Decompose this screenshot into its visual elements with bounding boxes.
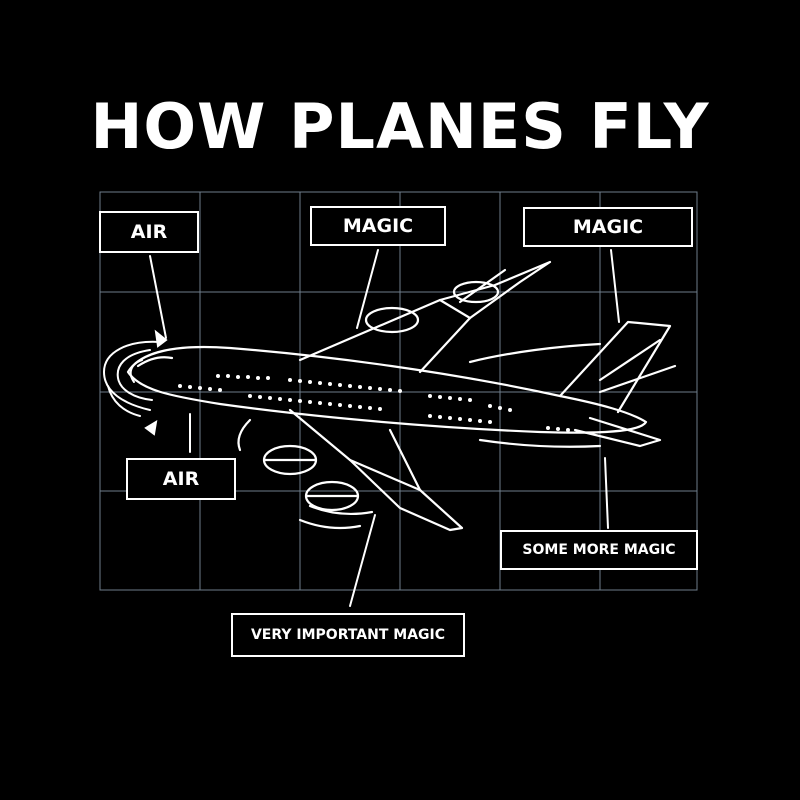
airflow-swirl-icon — [102, 329, 168, 436]
label-some-more-magic: SOME MORE MAGIC — [500, 530, 698, 570]
label-magic-top-left: MAGIC — [310, 206, 446, 246]
page-title: HOW PLANES FLY — [90, 90, 710, 163]
airplane-sketch-icon — [126, 260, 677, 532]
label-very-important-magic: VERY IMPORTANT MAGIC — [231, 613, 465, 657]
label-air-bottom: AIR — [126, 458, 236, 500]
label-magic-top-right: MAGIC — [523, 207, 693, 247]
blueprint-grid — [99, 191, 698, 591]
label-air-top: AIR — [99, 211, 199, 253]
callout-lines — [149, 249, 620, 607]
window-dots — [178, 374, 570, 432]
